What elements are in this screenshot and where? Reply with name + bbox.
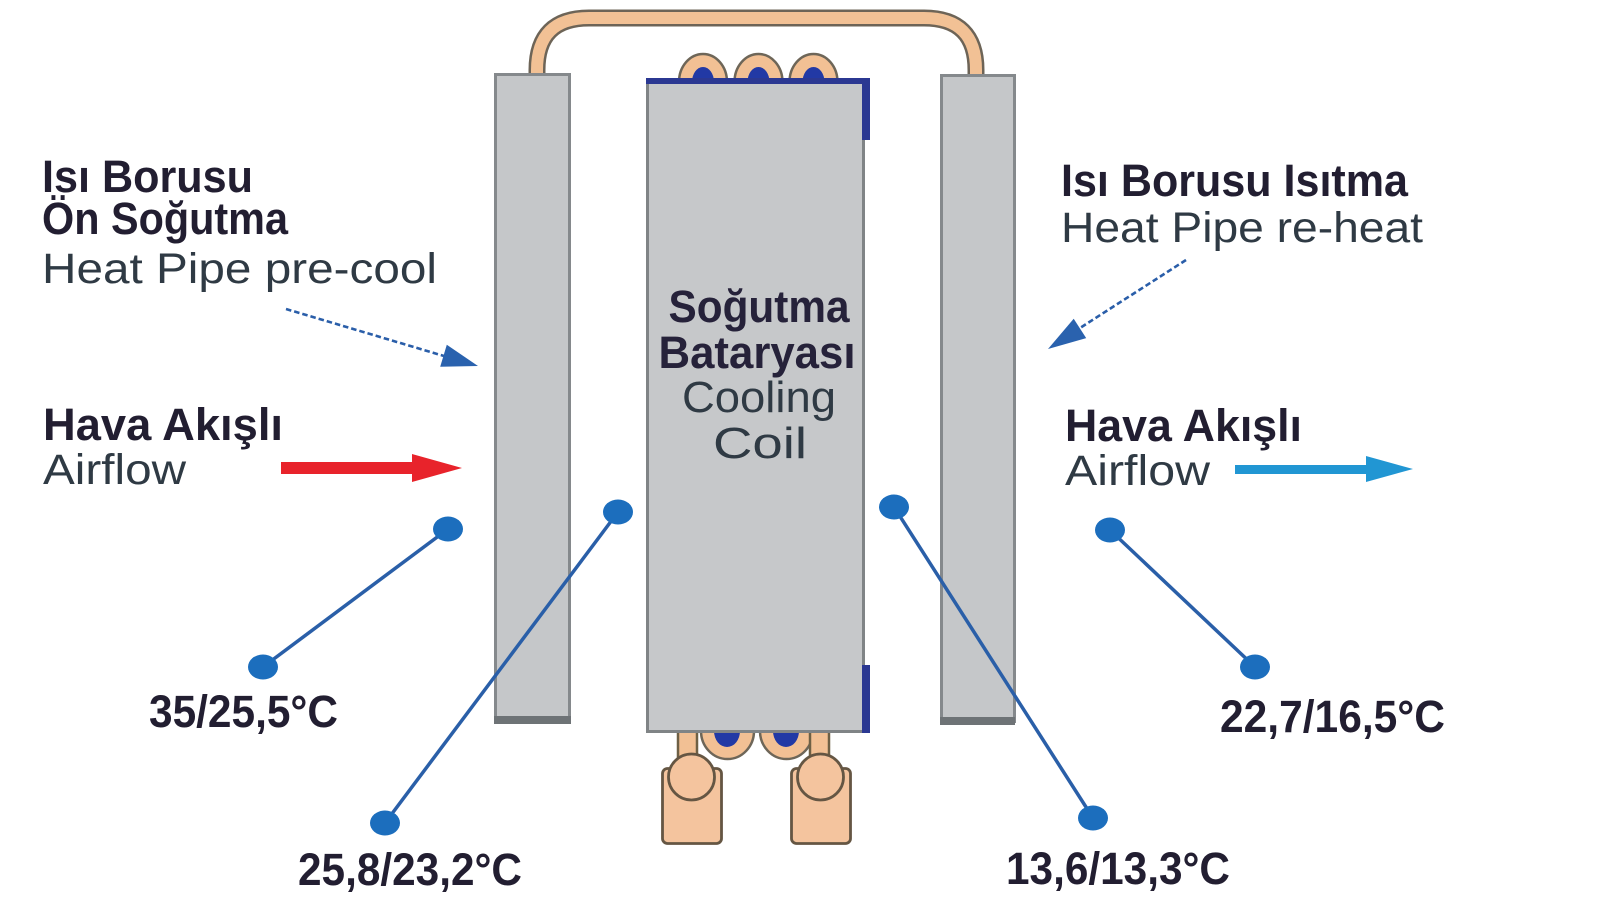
svg-text:Cooling: Cooling bbox=[682, 373, 836, 422]
svg-text:22,7/16,5°C: 22,7/16,5°C bbox=[1220, 691, 1445, 742]
svg-text:Airflow: Airflow bbox=[1065, 447, 1211, 495]
svg-text:Hava Akışlı: Hava Akışlı bbox=[1065, 400, 1302, 451]
svg-text:35/25,5°C: 35/25,5°C bbox=[149, 686, 338, 737]
svg-text:13,6/13,3°C: 13,6/13,3°C bbox=[1006, 843, 1230, 894]
svg-text:Bataryası: Bataryası bbox=[659, 327, 856, 378]
svg-text:Soğutma: Soğutma bbox=[669, 281, 851, 332]
svg-text:Heat Pipe re-heat: Heat Pipe re-heat bbox=[1061, 204, 1423, 252]
svg-text:Isı Borusu: Isı Borusu bbox=[42, 151, 253, 202]
svg-text:Ön Soğutma: Ön Soğutma bbox=[42, 193, 289, 244]
svg-text:Hava Akışlı: Hava Akışlı bbox=[43, 399, 283, 450]
svg-text:Isı Borusu Isıtma: Isı Borusu Isıtma bbox=[1061, 155, 1409, 206]
svg-text:25,8/23,2°C: 25,8/23,2°C bbox=[298, 844, 522, 895]
svg-text:Heat Pipe pre-cool: Heat Pipe pre-cool bbox=[42, 245, 437, 293]
svg-text:Airflow: Airflow bbox=[43, 446, 187, 494]
svg-text:Coil: Coil bbox=[713, 419, 807, 468]
